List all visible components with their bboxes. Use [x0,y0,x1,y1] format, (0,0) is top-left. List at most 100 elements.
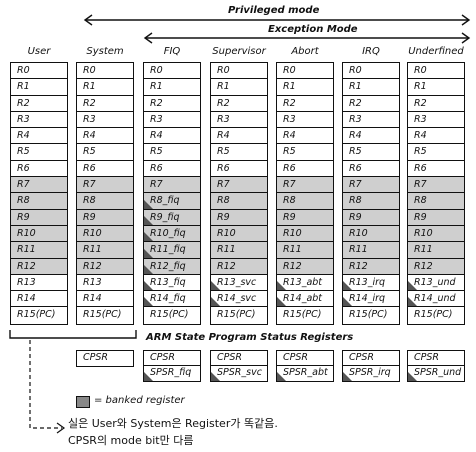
register-label: R12 [217,260,236,272]
banked-marker [277,281,286,291]
psr-label: CPSR [414,352,439,363]
psr-label: CPSR [217,352,242,363]
register-label: R5 [150,146,163,158]
register-cell: R3 [277,112,333,129]
register-cell: R0 [144,63,200,80]
banked-marker [144,264,153,274]
spsr-cell: SPSR_irq [343,366,399,381]
register-label: R0 [217,65,230,76]
register-label: R6 [17,162,30,174]
banked-marker [144,372,153,381]
register-label: R10 [283,227,302,239]
register-cell: R13_fiq [144,275,200,292]
register-label: R13_svc [217,276,257,288]
register-label: R6 [414,162,427,174]
register-label: R8 [83,195,96,207]
register-label: R11 [349,244,368,256]
register-label: R12 [17,260,36,272]
banked-marker [144,215,153,225]
register-label: R15(PC) [17,309,56,321]
register-cell: R3 [11,112,67,129]
banked-marker [211,372,220,381]
register-label: R14_svc [217,293,257,305]
register-label: R5 [217,146,230,158]
register-cell: R4 [408,128,464,145]
register-cell: R6 [11,161,67,178]
register-label: R13_fiq [150,276,186,288]
register-label: R7 [150,179,163,191]
register-cell: R0 [343,63,399,80]
register-cell: R0 [77,63,133,80]
column-header-user: User [27,46,51,57]
register-label: R11 [414,244,433,256]
register-label: R0 [83,65,96,76]
register-cell: R7 [408,177,464,194]
register-cell: R9 [11,209,67,226]
register-label: R4 [150,130,163,142]
register-label: R12 [414,260,433,272]
register-cell: R8 [77,193,133,210]
register-cell: R13_svc [211,275,267,292]
register-label: R13_und [414,276,456,288]
register-label: R3 [414,113,427,125]
register-cell: R2 [211,96,267,112]
register-label: R2 [283,97,296,109]
register-cell: R10 [408,225,464,243]
register-label: R3 [283,113,296,125]
register-cell: R2 [11,96,67,112]
register-label: R1 [414,81,427,93]
register-cell: R4 [77,128,133,145]
register-label: R13_abt [283,276,323,288]
column-header-supervisor: Supervisor [212,46,266,57]
register-label: R0 [414,65,427,76]
register-cell: R0 [277,63,333,80]
register-label: R10 [414,227,433,239]
register-label: R14_abt [283,293,323,305]
register-cell: R0 [11,63,67,80]
register-label: R15(PC) [349,309,388,321]
register-label: R14 [17,293,36,305]
register-cell: R11 [11,242,67,259]
register-label: R10 [349,227,368,239]
spsr-cell: SPSR_abt [277,366,333,381]
register-cell: R11 [277,242,333,259]
register-cell: R5 [343,144,399,161]
register-cell: R7 [343,177,399,194]
register-cell: R4 [211,128,267,145]
register-cell: R14_abt [277,291,333,308]
banked-legend-swatch [76,396,90,408]
column-header-fiq: FIQ [163,46,181,57]
exception-mode-label: Exception Mode [268,24,358,35]
register-label: R15(PC) [83,309,122,321]
register-label: R14_und [414,293,456,305]
register-label: R6 [283,162,296,174]
register-cell: R12_fiq [144,258,200,275]
register-cell: R2 [144,96,200,112]
psr-label: CPSR [83,352,108,363]
register-cell: R14_fiq [144,291,200,308]
register-cell: R15(PC) [11,307,67,323]
register-label: R8 [217,195,230,207]
register-cell: R6 [408,161,464,178]
register-label: R1 [150,81,163,93]
register-cell: R6 [277,161,333,178]
register-cell: R7 [77,177,133,194]
register-label: R9 [17,211,30,223]
register-label: R9 [349,211,362,223]
register-cell: R5 [211,144,267,161]
column-header-underfined: Underfined [408,46,464,57]
register-cell: R0 [211,63,267,80]
banked-marker [144,199,153,209]
register-label: R7 [283,179,296,191]
register-label: R12 [349,260,368,272]
register-label: R1 [283,81,296,93]
register-label: R13 [83,276,102,288]
register-label: R8 [414,195,427,207]
register-label: R9 [283,211,296,223]
